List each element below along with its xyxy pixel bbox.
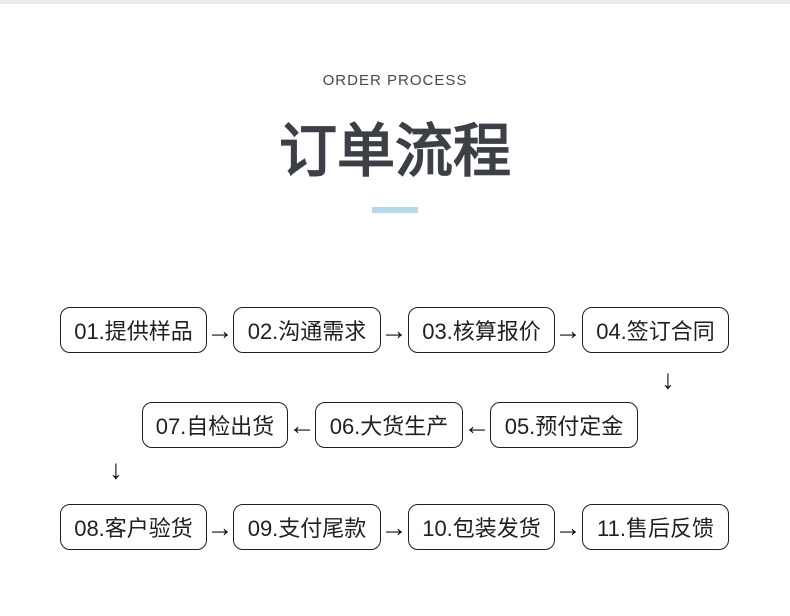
- flow-step-02: 02.沟通需求: [233, 307, 381, 353]
- flow-step-label: 10.包装发货: [422, 516, 541, 541]
- flow-step-03: 03.核算报价: [408, 307, 555, 353]
- flow-step-label: 02.沟通需求: [247, 319, 367, 344]
- arrow-left-icon: ←: [288, 410, 316, 441]
- arrow-right-icon: →: [380, 512, 408, 543]
- arrow-right-icon: →: [206, 512, 234, 543]
- arrow-right-icon: →: [554, 315, 582, 346]
- flow-step-05: 05.预付定金: [490, 402, 638, 448]
- flow-step-04: 04.签订合同: [582, 307, 729, 353]
- flow-step-label: 05.预付定金: [504, 414, 624, 439]
- flow-step-label: 03.核算报价: [422, 319, 541, 344]
- flow-step-label: 01.提供样品: [74, 319, 193, 344]
- arrow-right-icon: →: [206, 315, 234, 346]
- title-underline: [372, 207, 418, 213]
- page-title: 订单流程: [278, 119, 511, 184]
- flow-step-01: 01.提供样品: [60, 307, 207, 353]
- subtitle: ORDER PROCESS: [322, 72, 468, 89]
- flow-step-08: 08.客户验货: [60, 504, 207, 550]
- flow-step-label: 07.自检出货: [155, 414, 275, 439]
- arrow-right-icon: →: [380, 315, 408, 346]
- flow-step-06: 06.大货生产: [315, 402, 463, 448]
- flow-step-07: 07.自检出货: [142, 402, 288, 448]
- flow-step-10: 10.包装发货: [408, 504, 555, 550]
- arrow-down-icon: ↓: [661, 364, 675, 395]
- flow-step-label: 04.签订合同: [596, 319, 715, 344]
- flow-step-label: 11.售后反馈: [597, 516, 714, 541]
- flow-step-label: 06.大货生产: [329, 414, 449, 439]
- flow-step-11: 11.售后反馈: [582, 504, 729, 550]
- flow-step-09: 09.支付尾款: [233, 504, 381, 550]
- arrow-down-icon: ↓: [109, 454, 123, 485]
- arrow-right-icon: →: [554, 512, 582, 543]
- top-strip: [0, 0, 790, 4]
- arrow-left-icon: ←: [463, 410, 491, 441]
- flow-step-label: 09.支付尾款: [247, 516, 367, 541]
- flow-step-label: 08.客户验货: [74, 516, 193, 541]
